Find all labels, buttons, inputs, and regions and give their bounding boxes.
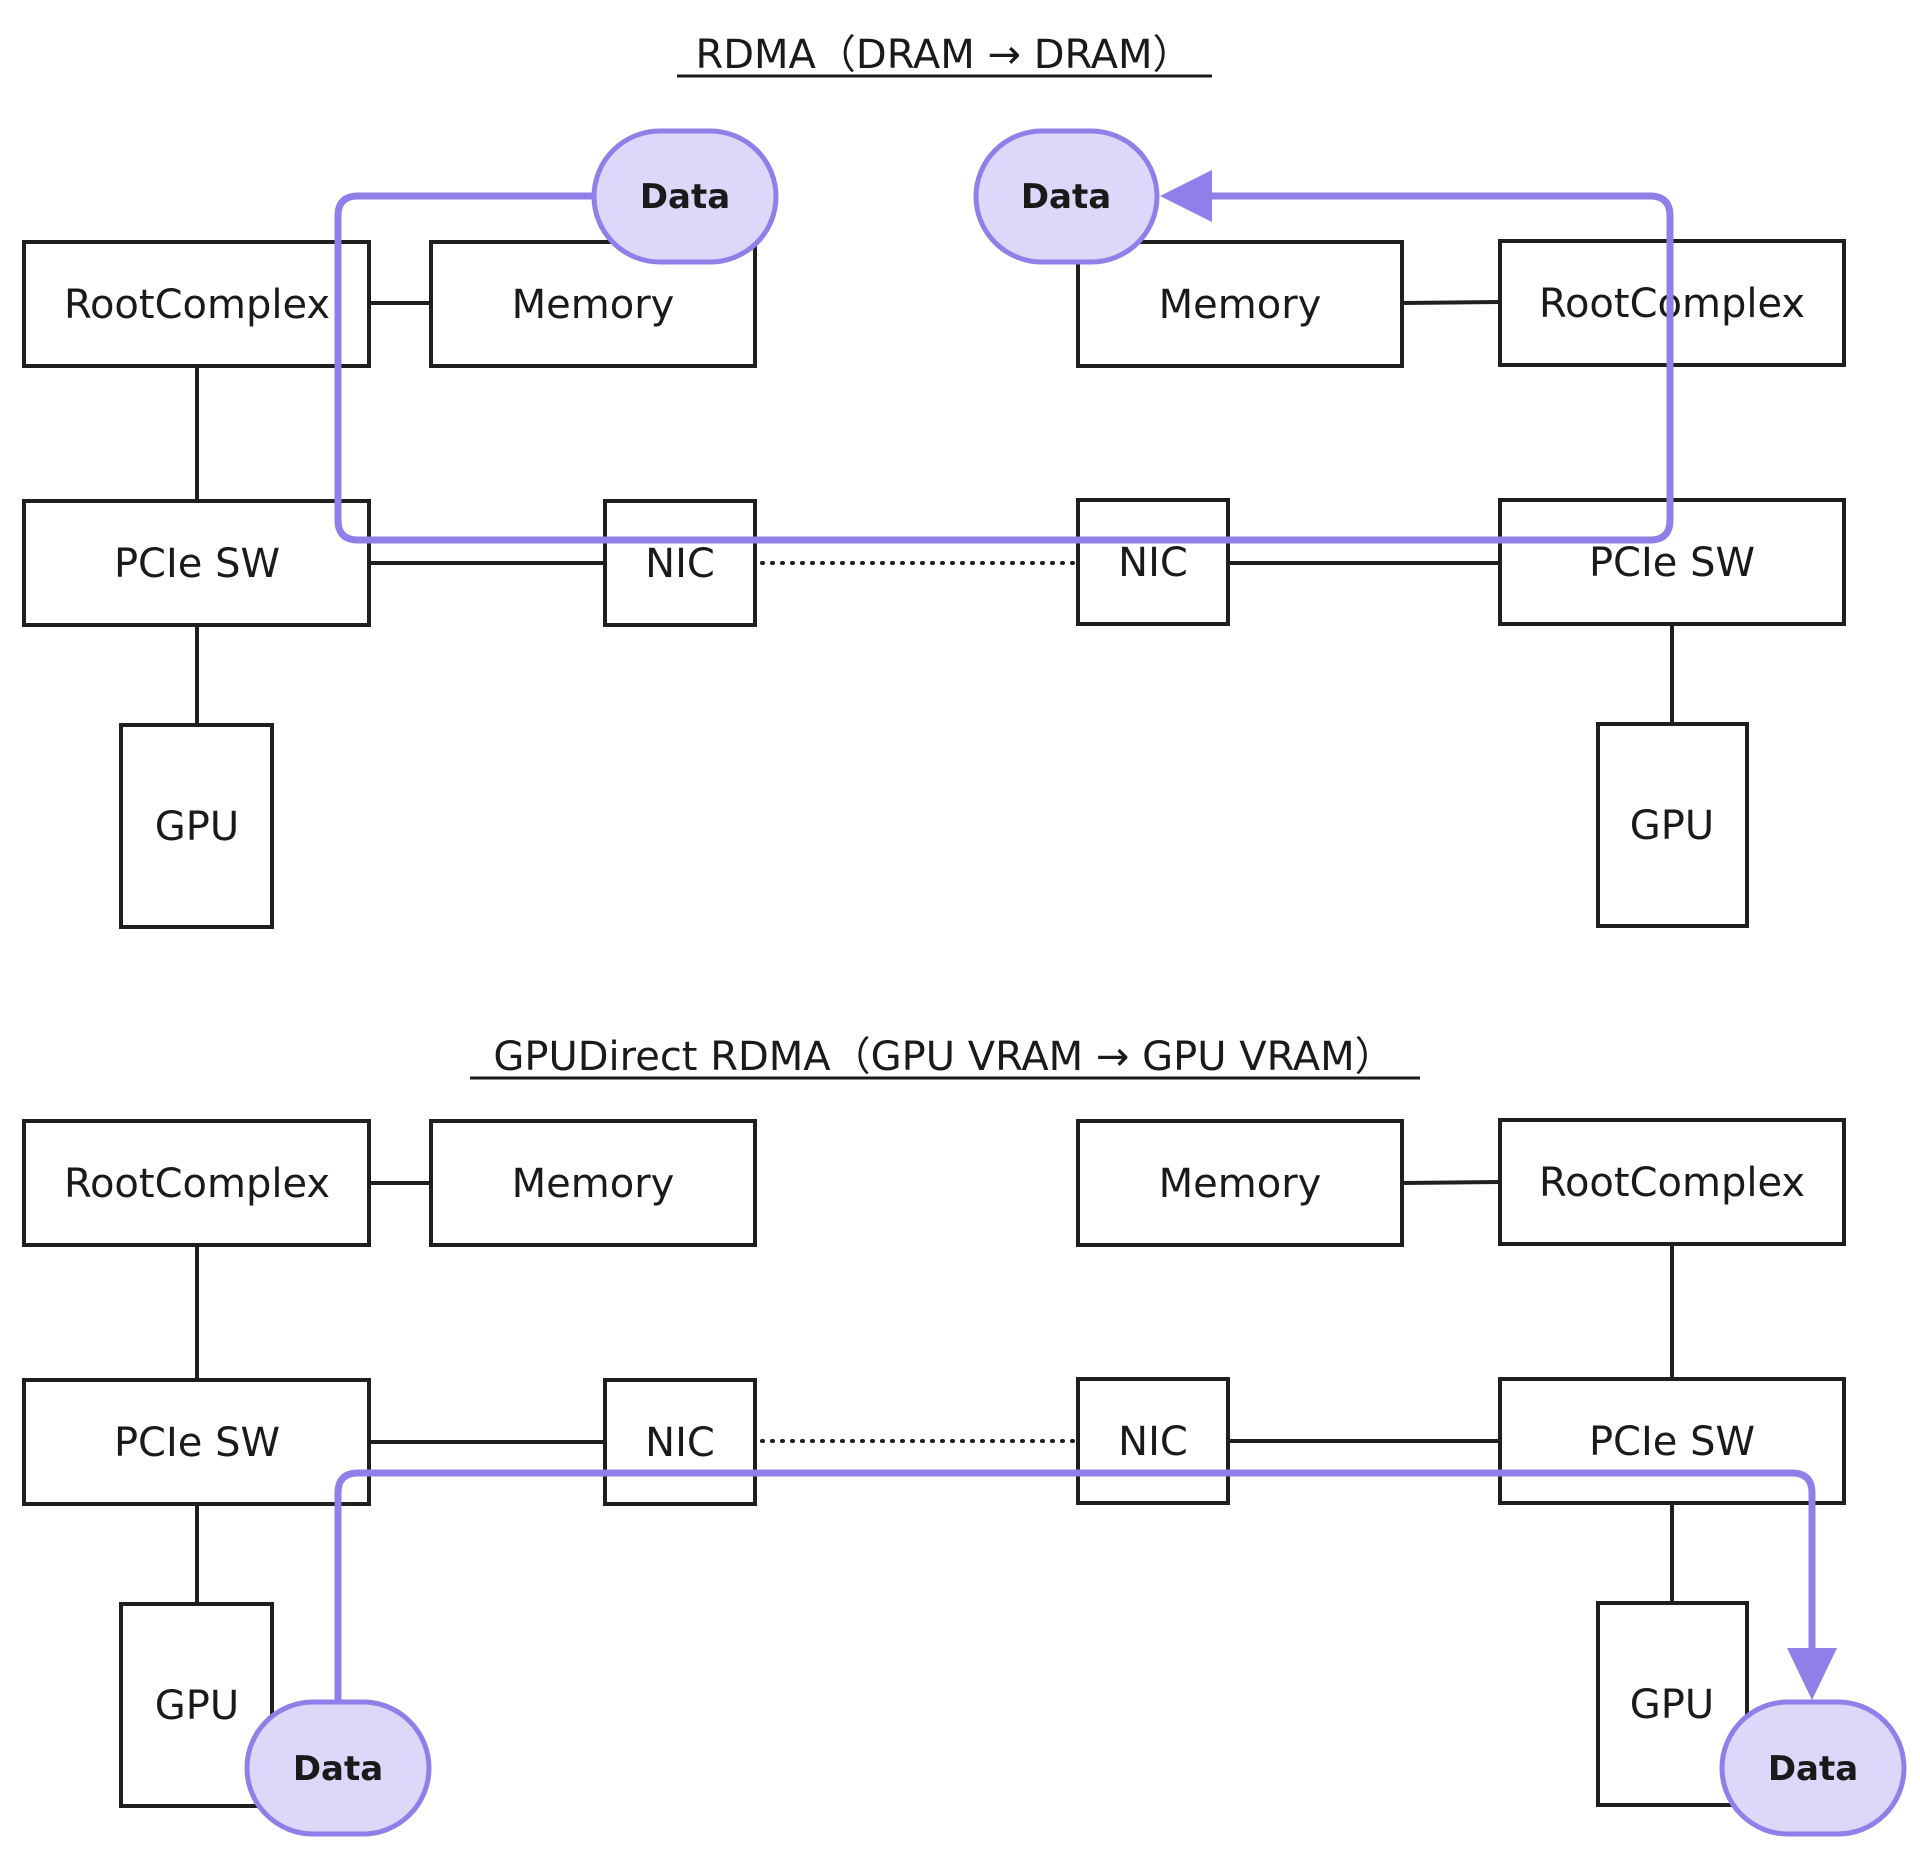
nic-label: NIC xyxy=(1118,1419,1188,1465)
pcie-switch-label: PCIe SW xyxy=(114,541,280,587)
root-complex-label: RootComplex xyxy=(64,1161,330,1207)
memory-box xyxy=(429,1119,757,1247)
data-source-label: Data xyxy=(293,1749,383,1789)
gpu-label: GPU xyxy=(1630,1682,1714,1728)
data-source-pill: Data xyxy=(244,1699,432,1837)
link-memory-rootcomplex-right xyxy=(1401,1180,1501,1185)
root-complex-box xyxy=(22,240,371,368)
data-destination-label: Data xyxy=(1021,177,1111,217)
gpu-box xyxy=(1596,722,1749,928)
left-host: RootComplex Memory PCIe SW NIC GPU xyxy=(22,240,757,929)
data-flow-path xyxy=(334,1469,1816,1702)
memory-label: Memory xyxy=(512,1161,675,1207)
nic-box xyxy=(603,1378,757,1506)
section-rdma: RDMA（DRAM → DRAM） RootComplex Memory PCI… xyxy=(22,32,1846,929)
pcie-switch-label: PCIe SW xyxy=(1589,540,1755,586)
nic-label: NIC xyxy=(1118,540,1188,586)
nic-label: NIC xyxy=(645,541,715,587)
gpu-label: GPU xyxy=(155,804,239,850)
data-destination-pill: Data xyxy=(973,128,1160,265)
section-title-gpudirect: GPUDirect RDMA（GPU VRAM → GPU VRAM） xyxy=(493,1034,1394,1080)
link-memory-rootcomplex-right xyxy=(1401,300,1501,305)
right-host: Memory RootComplex NIC PCIe SW GPU xyxy=(1076,239,1846,928)
pcie-switch-label: PCIe SW xyxy=(114,1420,280,1466)
nic-box xyxy=(1076,1377,1230,1505)
root-complex-box xyxy=(1498,1118,1846,1246)
root-complex-box xyxy=(22,1119,371,1247)
section-title-rdma: RDMA（DRAM → DRAM） xyxy=(695,32,1192,78)
memory-box xyxy=(1076,1119,1404,1247)
pcie-switch-box xyxy=(22,1378,371,1506)
root-complex-label: RootComplex xyxy=(64,282,330,328)
flow-arrowhead-icon xyxy=(1787,1648,1837,1700)
memory-label: Memory xyxy=(1159,1161,1322,1207)
right-host: Memory RootComplex NIC PCIe SW GPU xyxy=(1076,1118,1846,1807)
flow-arrowhead-icon xyxy=(1160,170,1212,222)
pcie-switch-label: PCIe SW xyxy=(1589,1419,1755,1465)
pcie-switch-box xyxy=(22,499,371,627)
pcie-switch-box xyxy=(1498,1377,1846,1505)
root-complex-label: RootComplex xyxy=(1539,1160,1805,1206)
left-host: RootComplex Memory PCIe SW NIC GPU xyxy=(22,1119,757,1808)
memory-label: Memory xyxy=(1159,282,1322,328)
nic-label: NIC xyxy=(645,1420,715,1466)
gpu-label: GPU xyxy=(155,1683,239,1729)
memory-box xyxy=(1076,240,1404,368)
nic-box xyxy=(1076,498,1230,626)
data-flow-path xyxy=(334,192,1674,544)
gpu-box xyxy=(119,723,274,929)
data-destination-pill: Data xyxy=(1719,1699,1907,1837)
data-source-pill: Data xyxy=(591,128,779,265)
section-gpudirect: GPUDirect RDMA（GPU VRAM → GPU VRAM） Root… xyxy=(22,1034,1907,1837)
gpu-label: GPU xyxy=(1630,803,1714,849)
data-destination-label: Data xyxy=(1768,1749,1858,1789)
nic-box xyxy=(603,499,757,627)
data-source-label: Data xyxy=(640,177,730,217)
memory-label: Memory xyxy=(512,282,675,328)
